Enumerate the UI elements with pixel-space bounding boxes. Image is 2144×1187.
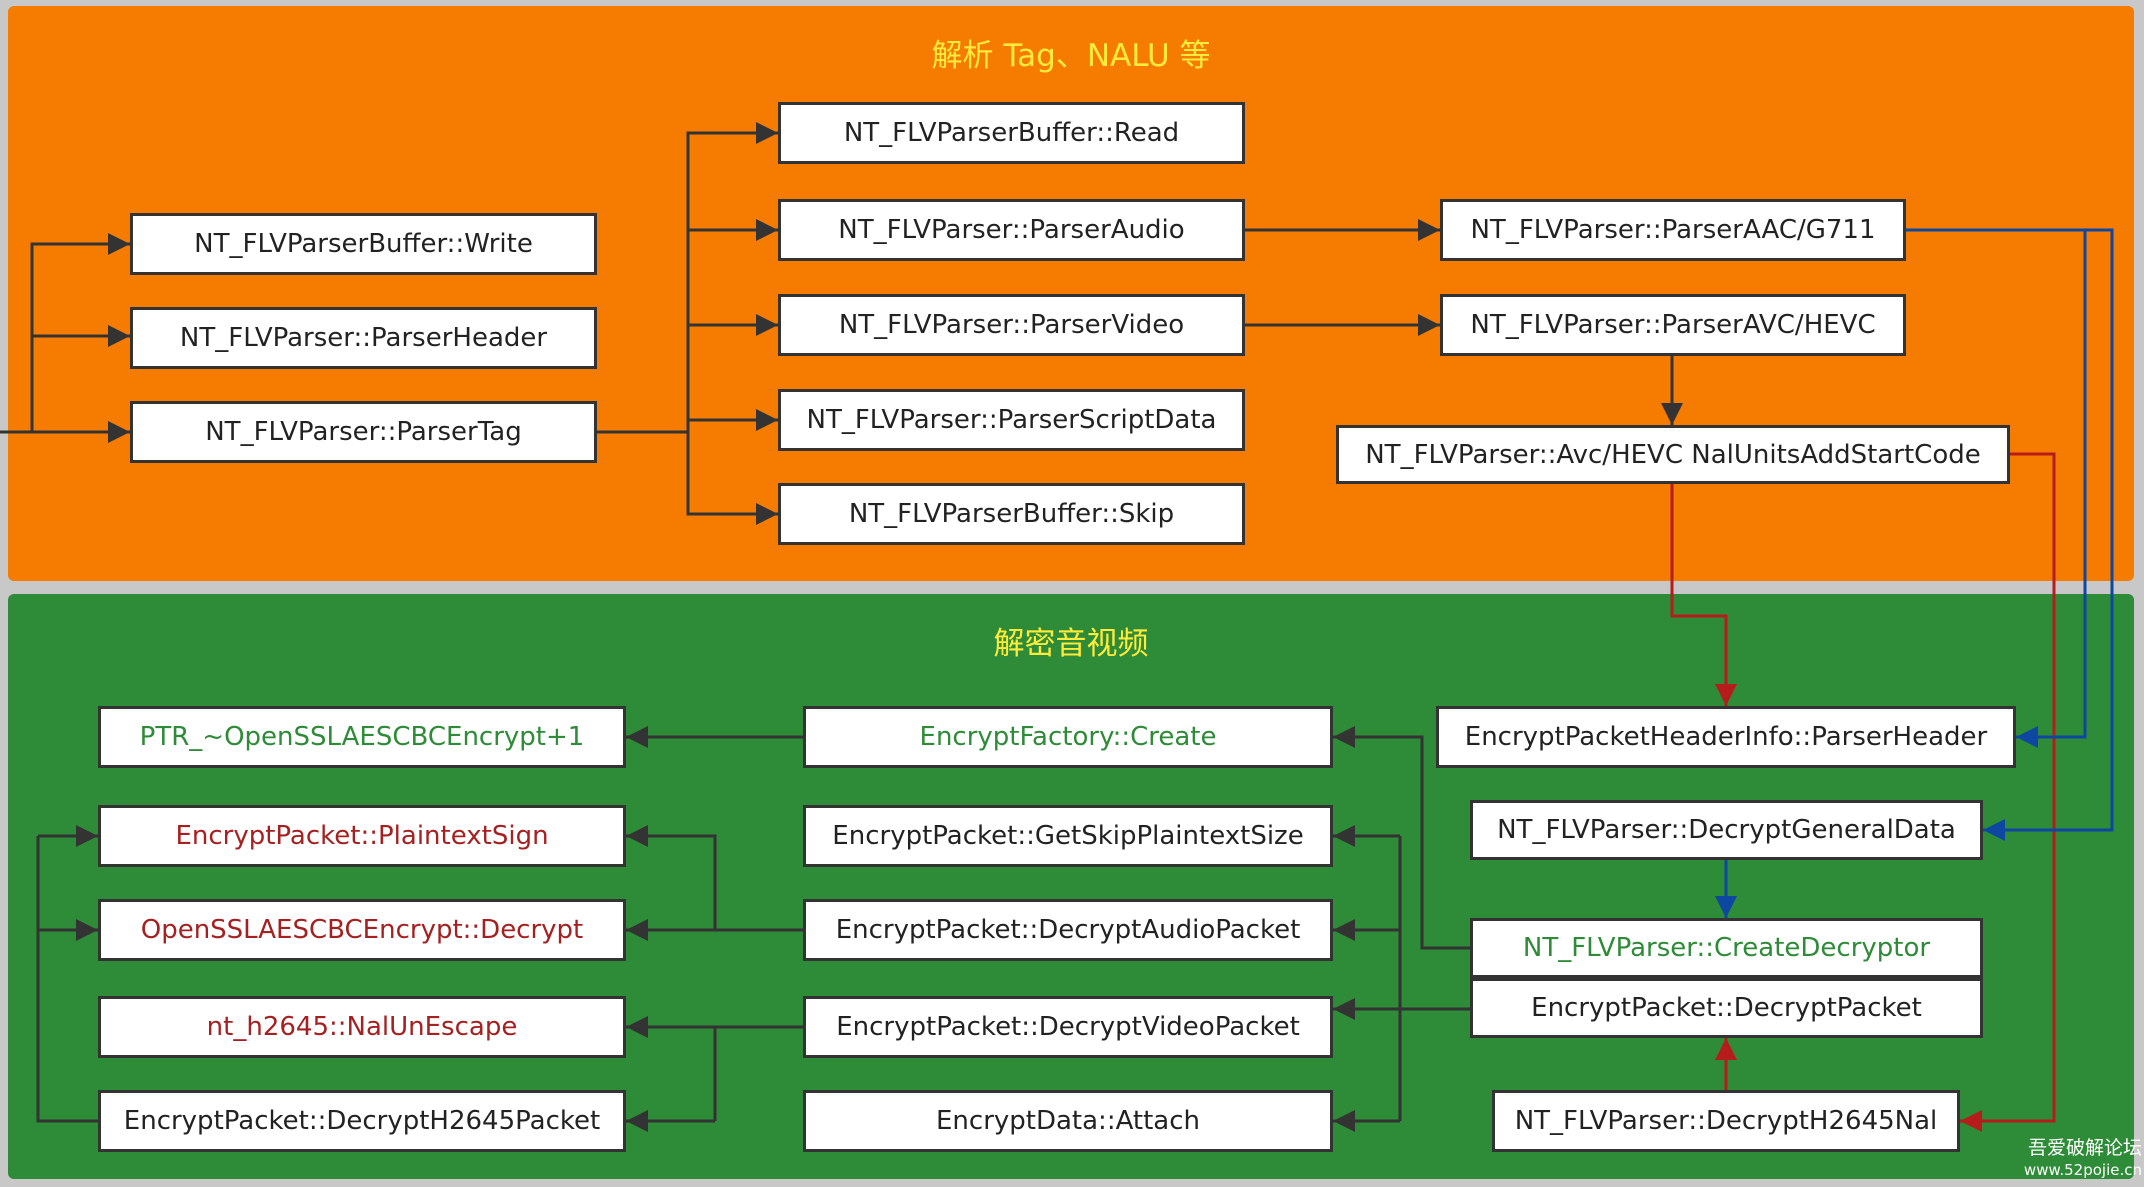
- node-parser-video: NT_FLVParser::ParserVideo: [778, 294, 1245, 356]
- node-data-attach: EncryptData::Attach: [803, 1090, 1333, 1152]
- watermark: 吾爱破解论坛 www.52pojie.cn: [2004, 1137, 2142, 1180]
- node-parser-audio: NT_FLVParser::ParserAudio: [778, 199, 1245, 261]
- node-parser-tag: NT_FLVParser::ParserTag: [130, 401, 597, 463]
- node-ptr-openssl: PTR_~OpenSSLAESCBCEncrypt+1: [98, 706, 626, 768]
- node-buffer-write: NT_FLVParserBuffer::Write: [130, 213, 597, 275]
- node-parser-aac: NT_FLVParser::ParserAAC/G711: [1440, 199, 1906, 261]
- edge-video-to-unescape: [713, 1025, 803, 1121]
- node-header-info: EncryptPacketHeaderInfo::ParserHeader: [1436, 706, 2016, 768]
- edge-to-buffer-read: [686, 122, 778, 432]
- node-decrypt-audio: EncryptPacket::DecryptAudioPacket: [803, 899, 1333, 961]
- edge-aac-to-header-info: [1906, 228, 2087, 748]
- node-general-data: NT_FLVParser::DecryptGeneralData: [1470, 800, 1983, 860]
- node-factory-create: EncryptFactory::Create: [803, 706, 1333, 768]
- watermark-line2: www.52pojie.cn: [2023, 1161, 2142, 1179]
- decrypt-panel: 解密音视频: [8, 594, 2134, 1179]
- edge-to-buffer-skip: [686, 432, 778, 525]
- edge-audio-to-sign: [626, 825, 717, 930]
- node-decrypt-video: EncryptPacket::DecryptVideoPacket: [803, 996, 1333, 1058]
- watermark-line1: 吾爱破解论坛: [2027, 1137, 2142, 1159]
- node-parser-script: NT_FLVParser::ParserScriptData: [778, 389, 1245, 451]
- node-buffer-read: NT_FLVParserBuffer::Read: [778, 102, 1245, 164]
- node-parser-header: NT_FLVParser::ParserHeader: [130, 307, 597, 369]
- node-plaintext-sign: EncryptPacket::PlaintextSign: [98, 805, 626, 867]
- node-openssl-decrypt: OpenSSLAESCBCEncrypt::Decrypt: [98, 899, 626, 961]
- edge-h2645packet-loop: [36, 836, 98, 1123]
- node-create-decryptor: NT_FLVParser::CreateDecryptor: [1470, 918, 1983, 978]
- edge-nal-to-decrypt-nal: [1960, 452, 2056, 1132]
- node-buffer-skip: NT_FLVParserBuffer::Skip: [778, 483, 1245, 545]
- node-decrypt-packet: EncryptPacket::DecryptPacket: [1470, 978, 1983, 1038]
- edge-nal-to-header-info: [1670, 484, 1737, 706]
- node-nal-unescape: nt_h2645::NalUnEscape: [98, 996, 626, 1058]
- decrypt-panel-title: 解密音视频: [993, 626, 1149, 662]
- node-skip-plaintext: EncryptPacket::GetSkipPlaintextSize: [803, 805, 1333, 867]
- node-parser-avc: NT_FLVParser::ParserAVC/HEVC: [1440, 294, 1906, 356]
- edge-aac-to-general-data: [1983, 228, 2114, 841]
- node-decrypt-h2645-nal: NT_FLVParser::DecryptH2645Nal: [1492, 1090, 1960, 1152]
- parse-panel-title: 解析 Tag、NALU 等: [931, 38, 1211, 74]
- node-nal-start-code: NT_FLVParser::Avc/HEVC NalUnitsAddStartC…: [1336, 425, 2010, 484]
- node-decrypt-h2645-packet: EncryptPacket::DecryptH2645Packet: [98, 1090, 626, 1152]
- edge-to-buffer-write: [30, 233, 130, 432]
- edge-decryptor-to-factory: [1333, 726, 1470, 950]
